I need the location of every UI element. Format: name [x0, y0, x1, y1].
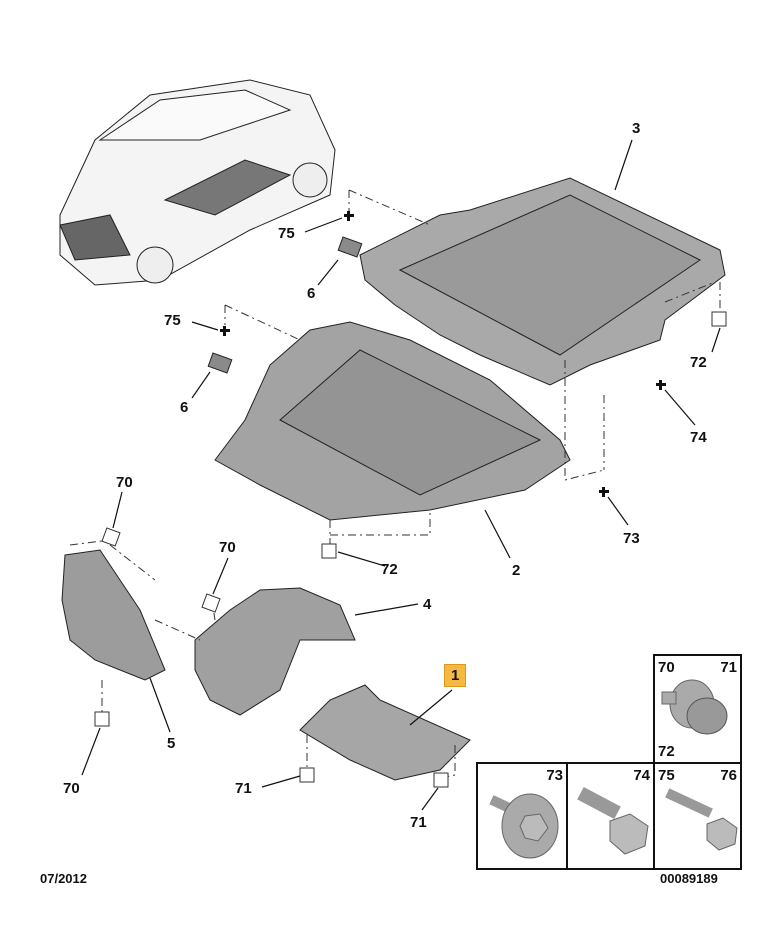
callout-74: 74	[690, 429, 707, 446]
fastener-cell-73: 73	[476, 762, 568, 870]
clip-label-71: 71	[720, 659, 737, 676]
clip-label-70: 70	[658, 659, 675, 676]
callout-6: 6	[307, 285, 316, 302]
bolt-label-74: 74	[633, 767, 650, 784]
diagram-date: 07/2012	[40, 871, 87, 886]
flange-bolt-icon	[577, 786, 649, 855]
diagram-reference-number: 00089189	[660, 871, 718, 886]
callout-6: 6	[180, 399, 189, 416]
wheel-arch-shield-4	[194, 587, 356, 716]
callout-71: 71	[410, 814, 427, 831]
push-clip-icon	[661, 679, 728, 735]
fastener-cell-clip: 70 71 72	[653, 654, 742, 764]
bolt-label-76: 76	[720, 767, 737, 784]
callout-70: 70	[219, 539, 236, 556]
callout-2: 2	[512, 562, 521, 579]
fastener-cell-75-76: 75 76	[653, 762, 742, 870]
callout-75: 75	[164, 312, 181, 329]
hex-bolt-icon	[665, 788, 738, 851]
callout-1-highlighted[interactable]: 1	[444, 664, 467, 687]
clip-label-72: 72	[658, 743, 675, 760]
callout-71: 71	[235, 780, 252, 797]
engine-undershield-1	[299, 684, 471, 781]
callout-73: 73	[623, 530, 640, 547]
callout-70: 70	[63, 780, 80, 797]
screw-label-73: 73	[546, 767, 563, 784]
callout-5: 5	[167, 735, 176, 752]
callout-72: 72	[381, 561, 398, 578]
bolt-label-75: 75	[658, 767, 675, 784]
callout-70: 70	[116, 474, 133, 491]
washer-screw-icon	[489, 793, 559, 859]
callout-4: 4	[423, 596, 432, 613]
fastener-cell-74: 74	[566, 762, 655, 870]
wheel-arch-shield-5	[61, 549, 166, 681]
callout-75: 75	[278, 225, 295, 242]
callout-3: 3	[632, 120, 641, 137]
callout-72: 72	[690, 354, 707, 371]
